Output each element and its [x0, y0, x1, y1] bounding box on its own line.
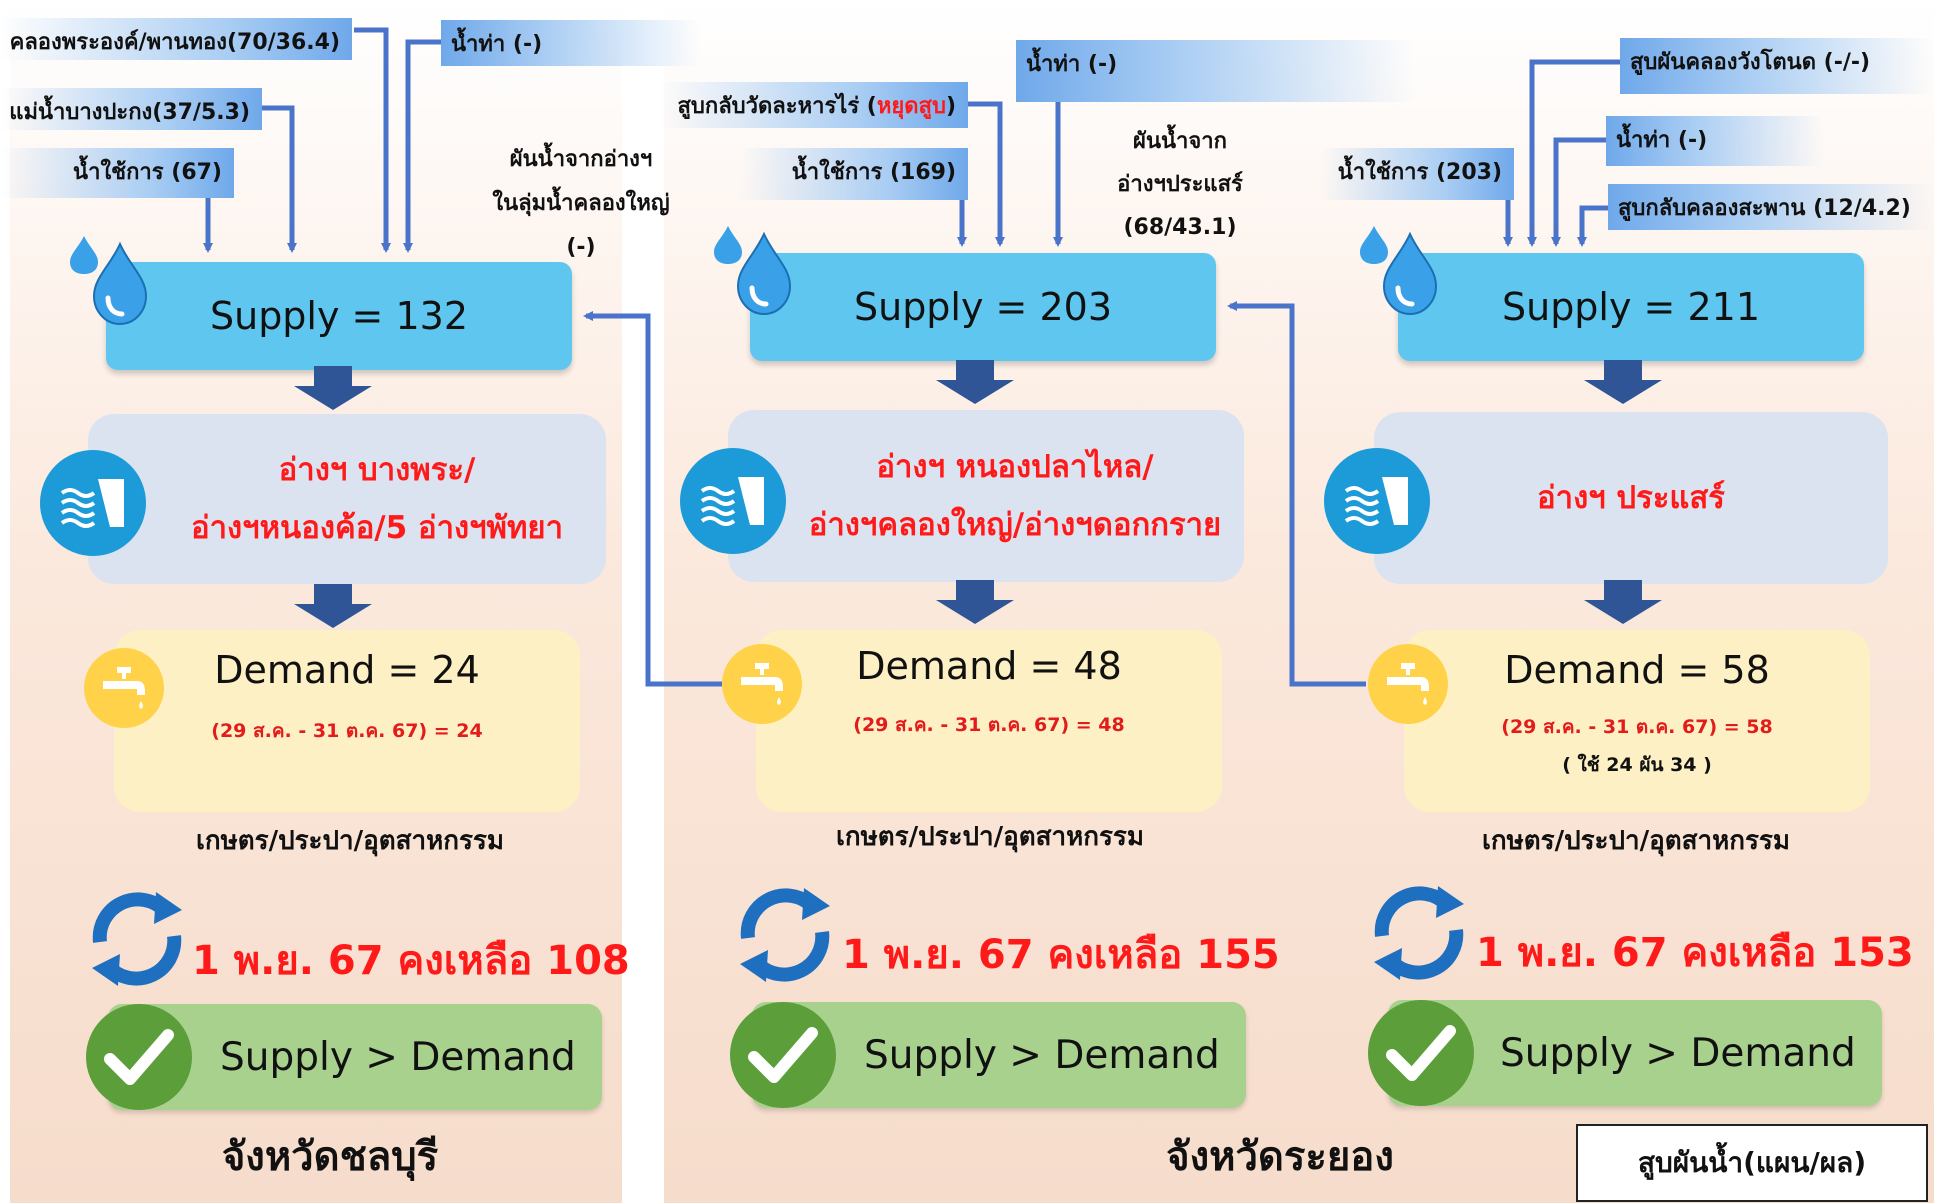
transfer-label-chonburi: ผันน้ำจากอ่างฯ ในลุ่มน้ำคลองใหญ่ (-): [470, 138, 692, 270]
input-label-runoff-east-text: น้ำท่า (-): [1616, 128, 1708, 153]
input-label-runoff-east: น้ำท่า (-): [1606, 116, 1824, 166]
transfer-line1: ผันน้ำจาก: [1133, 129, 1227, 154]
use-types-rayong-west: เกษตร/ประปา/อุตสาหกรรม: [835, 822, 1145, 852]
faucet-icon: [722, 644, 802, 724]
refresh-cycle-icon: [78, 880, 196, 998]
supply-value: Supply = 132: [209, 294, 469, 338]
transfer-line3: (68/43.1): [1123, 215, 1237, 240]
refresh-cycle-icon: [1360, 874, 1478, 992]
input-label-usable-west: น้ำใช้การ (169): [740, 148, 968, 200]
input-label-runoff-text: น้ำท่า (-): [451, 32, 543, 57]
reservoir-name-line1: อ่างฯ บางพระ/: [278, 452, 476, 488]
reservoir-name: อ่างฯ ประแสร์: [1537, 480, 1725, 516]
demand-value: Demand = 58: [1504, 648, 1770, 692]
faucet-icon: [1368, 644, 1448, 724]
reservoir-box-rayong-west: อ่างฯ หนองปลาไหล/ อ่างฯคลองใหญ่/อ่างฯดอก…: [728, 410, 1244, 582]
pump-back-prefix: สูบกลับวัดละหารไร่ (: [677, 94, 877, 119]
input-label-pump-divert: สูบผันคลองวังโตนด (-/-): [1620, 38, 1934, 94]
reservoir-box-chonburi: อ่างฯ บางพระ/ อ่างฯหนองค้อ/5 อ่างฯพัทยา: [88, 414, 606, 584]
province-label-rayong: จังหวัดระยอง: [1166, 1134, 1394, 1180]
input-label-pump-back-wat: สูบกลับวัดละหารไร่ (หยุดสูบ): [660, 82, 968, 128]
demand-value: Demand = 48: [856, 644, 1122, 688]
input-label-usable-text: น้ำใช้การ (67): [73, 160, 222, 185]
check-icon: [730, 1002, 836, 1108]
legend-box: สูบผันน้ำ(แผน/ผล): [1576, 1124, 1928, 1202]
demand-box-chonburi: Demand = 24 (29 ส.ค. - 31 ต.ค. 67) = 24: [114, 630, 580, 812]
supply-box-chonburi: Supply = 132: [106, 262, 572, 370]
input-label-canal-text: คลองพระองค์/พานทอง(70/36.4): [9, 30, 340, 55]
dam-icon: [1324, 448, 1430, 554]
supply-value: Supply = 211: [1501, 285, 1761, 329]
pump-back-suffix: ): [945, 94, 956, 119]
input-label-usable: น้ำใช้การ (67): [0, 148, 234, 198]
input-label-usable-east: น้ำใช้การ (203): [1320, 148, 1514, 200]
supply-box-rayong-east: Supply = 211: [1398, 253, 1864, 361]
demand-box-rayong-east: Demand = 58 (29 ส.ค. - 31 ต.ค. 67) = 58 …: [1404, 630, 1870, 812]
water-drop-icon: [64, 232, 154, 332]
pump-back-status: หยุดสูบ: [876, 94, 946, 119]
supply-box-rayong-west: Supply = 203: [750, 253, 1216, 361]
input-label-river: แม่น้ำบางปะกง(37/5.3): [0, 88, 262, 130]
demand-period: (29 ส.ค. - 31 ต.ค. 67) = 58: [1501, 716, 1773, 738]
status-text: Supply > Demand: [220, 1034, 576, 1080]
province-label-chonburi: จังหวัดชลบุรี: [221, 1134, 439, 1180]
input-label-runoff-west: น้ำท่า (-): [1016, 40, 1416, 102]
demand-period: (29 ส.ค. - 31 ต.ค. 67) = 48: [853, 714, 1125, 736]
input-label-canal: คลองพระองค์/พานทอง(70/36.4): [0, 18, 352, 60]
check-icon: [1368, 1000, 1474, 1106]
water-drop-icon: [1354, 222, 1444, 322]
transfer-line3: (-): [566, 235, 596, 260]
status-text: Supply > Demand: [864, 1032, 1220, 1078]
remaining-rayong-east: 1 พ.ย. 67 คงเหลือ 153: [1476, 930, 1914, 976]
status-bar-chonburi: Supply > Demand: [108, 1004, 602, 1110]
transfer-label-rayong: ผันน้ำจาก อ่างฯประแสร์ (68/43.1): [1090, 120, 1270, 249]
input-label-pump-back-east-text: สูบกลับคลองสะพาน (12/4.2): [1618, 196, 1911, 221]
use-types-rayong-east: เกษตร/ประปา/อุตสาหกรรม: [1481, 826, 1791, 856]
demand-value: Demand = 24: [214, 648, 480, 692]
input-label-usable-west-text: น้ำใช้การ (169): [791, 160, 956, 185]
demand-box-rayong-west: Demand = 48 (29 ส.ค. - 31 ต.ค. 67) = 48: [756, 630, 1222, 812]
check-icon: [86, 1004, 192, 1110]
demand-period: (29 ส.ค. - 31 ต.ค. 67) = 24: [211, 720, 483, 742]
demand-note: ( ใช้ 24 ผัน 34 ): [1562, 754, 1712, 776]
supply-value: Supply = 203: [853, 285, 1113, 329]
reservoir-name-line1: อ่างฯ หนองปลาไหล/: [876, 449, 1154, 485]
status-text: Supply > Demand: [1500, 1030, 1856, 1076]
reservoir-name-line2: อ่างฯคลองใหญ่/อ่างฯดอกกราย: [808, 507, 1222, 543]
faucet-icon: [84, 648, 164, 728]
remaining-rayong-west: 1 พ.ย. 67 คงเหลือ 155: [842, 932, 1280, 978]
dam-icon: [40, 450, 146, 556]
legend-text: สูบผันน้ำ(แผน/ผล): [1637, 1146, 1867, 1179]
reservoir-name-line2: อ่างฯหนองค้อ/5 อ่างฯพัทยา: [191, 510, 563, 546]
refresh-cycle-icon: [726, 876, 844, 994]
remaining-chonburi: 1 พ.ย. 67 คงเหลือ 108: [192, 938, 630, 984]
water-drop-icon: [708, 222, 798, 322]
dam-icon: [680, 448, 786, 554]
transfer-line2: ในลุ่มน้ำคลองใหญ่: [492, 191, 670, 216]
transfer-line2: อ่างฯประแสร์: [1117, 172, 1243, 197]
input-label-pump-divert-text: สูบผันคลองวังโตนด (-/-): [1630, 50, 1871, 75]
input-label-usable-east-text: น้ำใช้การ (203): [1337, 160, 1502, 185]
transfer-line1: ผันน้ำจากอ่างฯ: [509, 147, 653, 172]
input-label-pump-back-east: สูบกลับคลองสะพาน (12/4.2): [1608, 184, 1934, 230]
input-label-runoff-west-text: น้ำท่า (-): [1026, 52, 1118, 77]
input-label-river-text: แม่น้ำบางปะกง(37/5.3): [9, 100, 250, 125]
reservoir-box-rayong-east: อ่างฯ ประแสร์: [1374, 412, 1888, 584]
input-label-runoff: น้ำท่า (-): [441, 20, 701, 66]
use-types-chonburi: เกษตร/ประปา/อุตสาหกรรม: [195, 826, 505, 856]
